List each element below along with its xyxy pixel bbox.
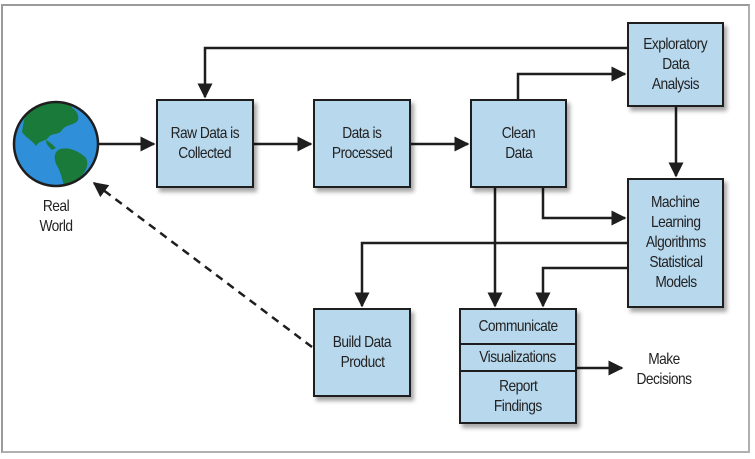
real-world-label: Real World [16, 197, 96, 237]
edge-ml-communicate [535, 266, 627, 308]
node-build-data-product: Build Data Product [313, 308, 411, 397]
ml-line5: Models [654, 274, 697, 291]
findings-label: Findings [494, 398, 542, 415]
decisions-line2: Decisions [636, 371, 692, 388]
report-label: Report [498, 378, 538, 395]
edge-clean-ml [541, 188, 627, 226]
globe-icon [12, 100, 100, 188]
ml-line3: Algorithms [645, 234, 706, 251]
eda-line2: Data [661, 55, 690, 73]
visualizations-label: Visualizations [479, 348, 557, 366]
ml-line2: Learning [650, 214, 701, 231]
processed-line2: Processed [331, 144, 393, 162]
segment-report-findings: Report Findings [461, 370, 575, 422]
node-communicate-group: Communicate Visualizations Report Findin… [459, 308, 577, 424]
ml-line1: Machine [651, 194, 700, 211]
raw-data-line2: Collected [178, 144, 232, 162]
build-line2: Product [340, 353, 384, 371]
decisions-line1: Make [648, 351, 680, 368]
raw-data-line1: Raw Data is [170, 124, 240, 142]
edge-clean-eda [516, 66, 627, 99]
node-exploratory-data-analysis: Exploratory Data Analysis [627, 22, 724, 107]
build-line1: Build Data [332, 333, 392, 351]
ml-line4: Statistical [648, 254, 703, 271]
eda-line1: Exploratory [643, 35, 708, 53]
eda-line3: Analysis [651, 75, 700, 93]
node-data-processed: Data is Processed [313, 99, 411, 188]
clean-line2: Data [504, 144, 533, 162]
node-raw-data-collected: Raw Data is Collected [156, 99, 254, 188]
edge-build-realworld [92, 182, 313, 348]
segment-visualizations: Visualizations [461, 343, 575, 370]
clean-line1: Clean [501, 124, 536, 142]
edge-eda-raw [197, 46, 627, 99]
edge-ml-build [354, 241, 627, 308]
communicate-label: Communicate [478, 317, 558, 335]
node-machine-learning: Machine Learning Algorithms Statistical … [627, 178, 724, 308]
real-world-line2: World [39, 218, 73, 235]
node-clean-data: Clean Data [470, 99, 567, 188]
make-decisions-label: Make Decisions [624, 350, 704, 390]
real-world-line1: Real [42, 198, 70, 215]
processed-line1: Data is [342, 124, 382, 142]
segment-communicate: Communicate [461, 310, 575, 343]
